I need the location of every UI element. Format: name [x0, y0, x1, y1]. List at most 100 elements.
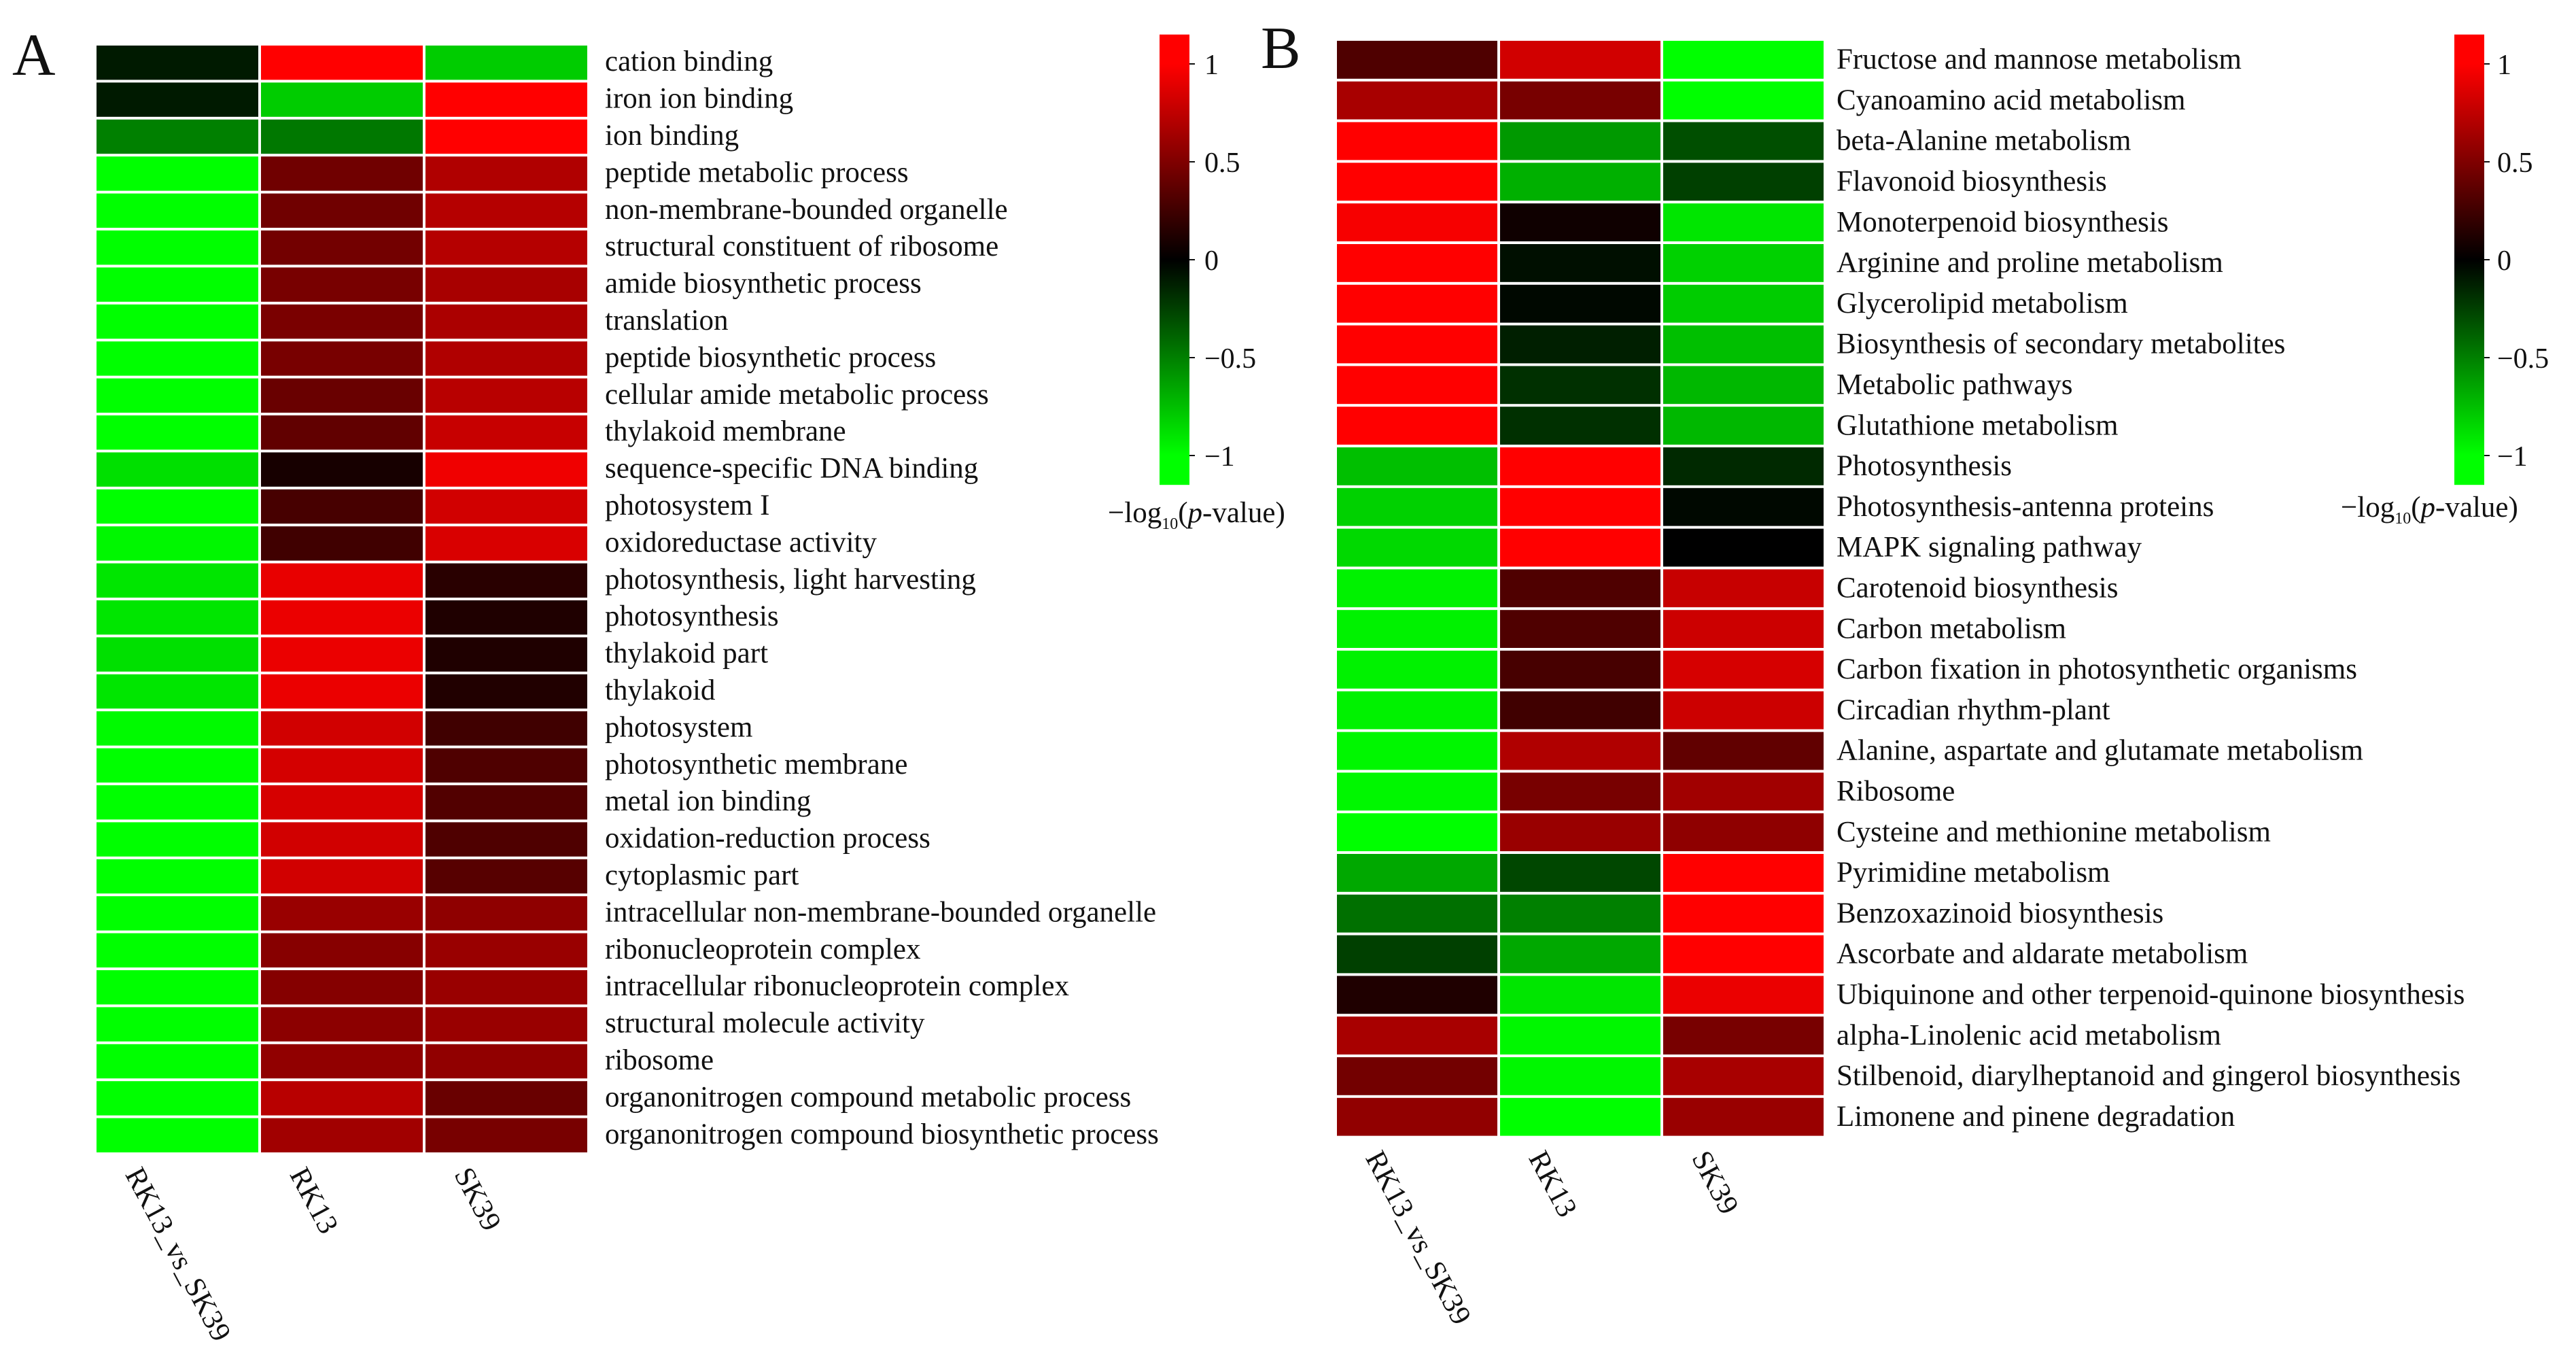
- row-label: Metabolic pathways: [1837, 368, 2073, 400]
- row-label: Photosynthesis-antenna proteins: [1837, 491, 2214, 523]
- heatmap-cell: [1500, 651, 1660, 689]
- heatmap-cell: [1663, 935, 1824, 974]
- row-label: cellular amide metabolic process: [605, 379, 989, 411]
- row-label: peptide metabolic process: [605, 156, 909, 188]
- heatmap-cell: [97, 46, 258, 80]
- row-label: beta-Alanine metabolism: [1837, 125, 2131, 157]
- heatmap-cell: [425, 230, 587, 265]
- heatmap-cell: [425, 1007, 587, 1042]
- row-label: ribonucleoprotein complex: [605, 933, 921, 965]
- heatmap-cell: [1500, 935, 1660, 974]
- row-label: Ascorbate and aldarate metabolism: [1837, 938, 2248, 970]
- heatmap-cell: [97, 1081, 258, 1116]
- row-label: structural constituent of ribosome: [605, 230, 998, 262]
- colorbar-title-part: -value): [2435, 492, 2518, 524]
- heatmap-cell: [1337, 894, 1497, 933]
- column-label: RK13_vs_SK39: [119, 1163, 237, 1347]
- heatmap-cell: [1500, 732, 1660, 770]
- heatmap-cell: [97, 933, 258, 967]
- heatmap-cell: [1500, 41, 1660, 79]
- heatmap-cell: [425, 600, 587, 635]
- heatmap-cell: [1663, 203, 1824, 241]
- row-label: Stilbenoid, diarylheptanoid and gingerol…: [1837, 1060, 2460, 1092]
- heatmap-cell: [425, 452, 587, 487]
- heatmap-cell: [261, 489, 423, 524]
- colorbar-tick-label: 1: [1204, 50, 1219, 81]
- heatmap-cell: [425, 711, 587, 746]
- colorbar-tick-label: 0.5: [1204, 148, 1240, 179]
- row-label: Limonene and pinene degradation: [1837, 1101, 2235, 1133]
- heatmap-cell: [1337, 325, 1497, 364]
- heatmap-cell: [1663, 610, 1824, 648]
- heatmap-cell: [261, 415, 423, 450]
- heatmap-cell: [1500, 284, 1660, 323]
- heatmap-cell: [1663, 244, 1824, 282]
- heatmap-cell: [1500, 569, 1660, 608]
- heatmap-cell: [1337, 487, 1497, 526]
- heatmap-cell: [1663, 651, 1824, 689]
- heatmap-cell: [1500, 691, 1660, 730]
- heatmap-cell: [425, 822, 587, 857]
- heatmap-cell: [1337, 41, 1497, 79]
- heatmap-cell: [1500, 1057, 1660, 1095]
- row-label: Alanine, aspartate and glutamate metabol…: [1837, 735, 2363, 767]
- colorbar-tick-label: 0: [2497, 245, 2511, 277]
- heatmap-cell: [1337, 651, 1497, 689]
- heatmap-cell: [425, 674, 587, 709]
- colorbar-tick-label: −0.5: [2497, 343, 2549, 375]
- heatmap-cell: [1663, 854, 1824, 892]
- column-label: RK13: [1522, 1146, 1583, 1222]
- row-label: photosystem: [605, 711, 752, 743]
- heatmap-cell: [1500, 366, 1660, 405]
- row-label: Cyanoamino acid metabolism: [1837, 84, 2186, 116]
- heatmap-cell: [425, 415, 587, 450]
- colorbar-title-part: (: [2411, 492, 2420, 524]
- row-label: Glycerolipid metabolism: [1837, 288, 2128, 320]
- heatmap-cell: [1663, 894, 1824, 933]
- heatmap-cell: [97, 1007, 258, 1042]
- heatmap-cell: [1663, 691, 1824, 730]
- row-label: organonitrogen compound biosynthetic pro…: [605, 1118, 1159, 1150]
- heatmap-cell: [1337, 284, 1497, 323]
- heatmap-cell: [97, 415, 258, 450]
- row-label: iron ion binding: [605, 83, 793, 115]
- heatmap-cell: [1337, 854, 1497, 892]
- heatmap-cell: [261, 378, 423, 413]
- column-label: RK13: [283, 1163, 345, 1239]
- heatmap-cell: [97, 674, 258, 709]
- heatmap-cell: [1500, 528, 1660, 567]
- colorbar-title: −log10(p-value): [1108, 497, 1285, 533]
- heatmap-cell: [261, 600, 423, 635]
- heatmap-cell: [97, 526, 258, 561]
- row-label: photosynthetic membrane: [605, 749, 907, 781]
- heatmap-cell: [261, 267, 423, 302]
- heatmap-cell: [425, 859, 587, 894]
- row-label: Circadian rhythm-plant: [1837, 694, 2110, 726]
- heatmap-cell: [425, 119, 587, 154]
- heatmap-cell: [97, 304, 258, 339]
- colorbar-title-part: (: [1178, 497, 1187, 529]
- heatmap-cell: [261, 46, 423, 80]
- heatmap-cell: [1337, 1016, 1497, 1054]
- row-label: Photosynthesis: [1837, 450, 2012, 482]
- heatmap-cell: [425, 748, 587, 783]
- panel-label-B: B: [1261, 16, 1301, 82]
- row-label: Monoterpenoid biosynthesis: [1837, 206, 2169, 238]
- heatmap-cell: [261, 933, 423, 967]
- heatmap-cell: [97, 600, 258, 635]
- row-label: organonitrogen compound metabolic proces…: [605, 1081, 1131, 1113]
- heatmap-cell: [1663, 366, 1824, 405]
- colorbar-title-part: −log: [2341, 492, 2395, 524]
- heatmap-cell: [1337, 691, 1497, 730]
- heatmap-cell: [97, 230, 258, 265]
- heatmap-cell: [1500, 1016, 1660, 1054]
- row-label: intracellular ribonucleoprotein complex: [605, 970, 1069, 1002]
- heatmap-cell: [1500, 976, 1660, 1014]
- heatmap-cell: [1663, 122, 1824, 160]
- row-label: Fructose and mannose metabolism: [1837, 44, 2242, 75]
- heatmap-cell: [97, 748, 258, 783]
- heatmap-cell: [261, 1118, 423, 1152]
- heatmap-cell: [1337, 407, 1497, 445]
- row-label: Carbon fixation in photosynthetic organi…: [1837, 653, 2357, 685]
- heatmap-cell: [1663, 447, 1824, 485]
